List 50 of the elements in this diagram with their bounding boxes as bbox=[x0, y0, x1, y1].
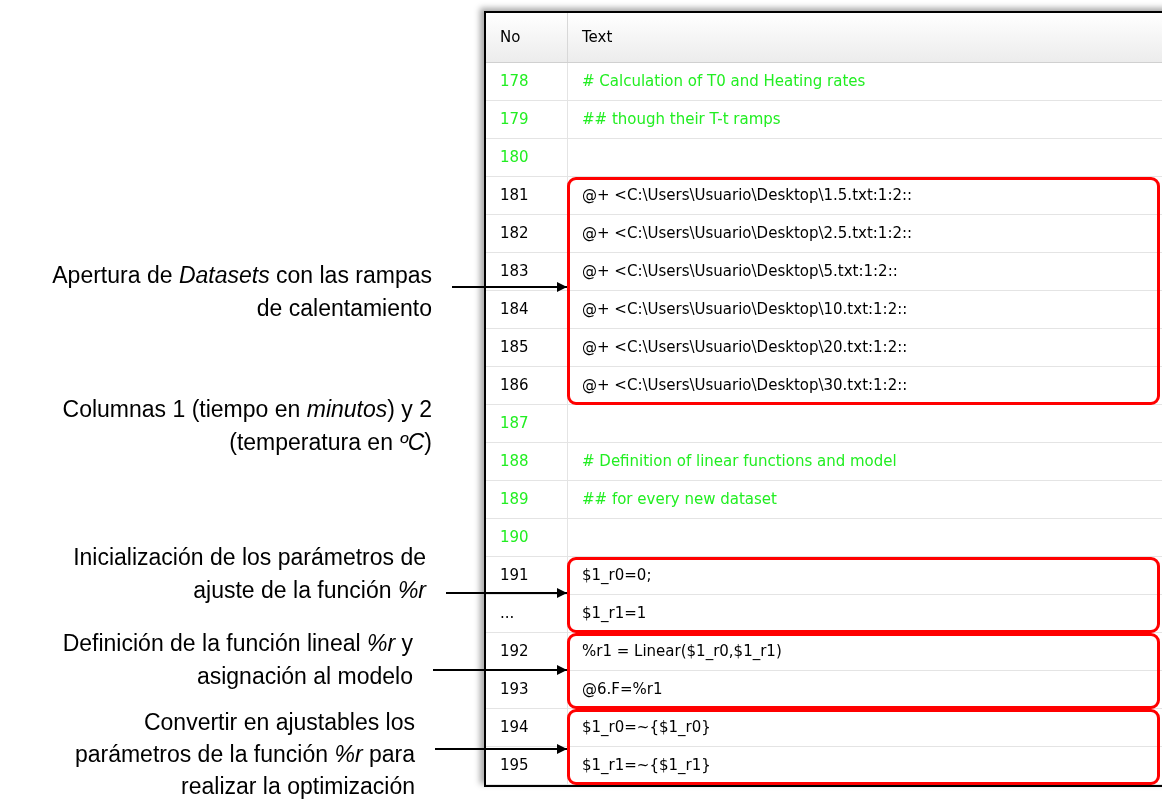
line-number: ... bbox=[486, 595, 568, 632]
line-number: 195 bbox=[486, 747, 568, 784]
line-number: 179 bbox=[486, 101, 568, 138]
line-number: 180 bbox=[486, 139, 568, 176]
code-text: ## though their T-t ramps bbox=[581, 109, 781, 131]
code-text: @+ <C:\Users\Usuario\Desktop\2.5.txt:1:2:: bbox=[581, 223, 913, 245]
line-number: 192 bbox=[486, 633, 568, 670]
code-text: ## for every new dataset bbox=[581, 489, 777, 511]
code-text: $1_r1=~{$1_r1} bbox=[581, 755, 711, 777]
line-number: 191 bbox=[486, 557, 568, 594]
line-number: 184 bbox=[486, 291, 568, 328]
highlight-box bbox=[567, 633, 1160, 709]
annotation-text: Apertura de Datasets con las rampas de calentamiento bbox=[32, 259, 452, 325]
annotation-text: Convertir en ajustables los parámetros de la función %r para realizar la optimización bbox=[35, 706, 435, 802]
code-text: $1_r0=~{$1_r0} bbox=[581, 717, 711, 739]
code-text: @+ <C:\Users\Usuario\Desktop\20.txt:1:2:: bbox=[581, 337, 908, 359]
arrow bbox=[451, 282, 568, 292]
line-number: 178 bbox=[486, 63, 568, 100]
line-number: 189 bbox=[486, 481, 568, 518]
line-number: 185 bbox=[486, 329, 568, 366]
highlight-box bbox=[567, 177, 1160, 405]
line-number: 181 bbox=[486, 177, 568, 214]
code-text: @6.F=%r1 bbox=[581, 679, 663, 701]
code-text: # Calculation of T0 and Heating rates bbox=[581, 71, 866, 93]
annotation-text: Inicialización de los parámetros de ajuste de la función %r bbox=[6, 541, 446, 607]
code-text: $1_r0=0; bbox=[581, 565, 652, 587]
line-number: 190 bbox=[486, 519, 568, 556]
code-text: @+ <C:\Users\Usuario\Desktop\30.txt:1:2:: bbox=[581, 375, 908, 397]
column-header: Text bbox=[581, 27, 613, 49]
arrow bbox=[432, 665, 568, 675]
line-number: 183 bbox=[486, 253, 568, 290]
code-text: %r1 = Linear($1_r0,$1_r1) bbox=[581, 641, 782, 663]
column-header: No bbox=[486, 13, 568, 62]
line-number: 194 bbox=[486, 709, 568, 746]
line-number: 186 bbox=[486, 367, 568, 404]
arrow bbox=[434, 744, 568, 754]
arrow bbox=[445, 588, 568, 598]
annotation-text: Definición de la función lineal %r y asignación al modelo bbox=[18, 627, 433, 693]
line-number: 182 bbox=[486, 215, 568, 252]
highlight-box bbox=[567, 709, 1160, 785]
code-text: @+ <C:\Users\Usuario\Desktop\1.5.txt:1:2:: bbox=[581, 185, 913, 207]
code-text: @+ <C:\Users\Usuario\Desktop\10.txt:1:2:: bbox=[581, 299, 908, 321]
code-text: # Definition of linear functions and model bbox=[581, 451, 897, 473]
line-number: 193 bbox=[486, 671, 568, 708]
code-text: @+ <C:\Users\Usuario\Desktop\5.txt:1:2:: bbox=[581, 261, 898, 283]
line-number: 187 bbox=[486, 405, 568, 442]
line-number: 188 bbox=[486, 443, 568, 480]
annotation-text: Columnas 1 (tiempo en minutos) y 2 (temperatura en ºC) bbox=[61, 395, 432, 457]
highlight-box bbox=[567, 557, 1160, 633]
code-text: $1_r1=1 bbox=[581, 603, 647, 625]
